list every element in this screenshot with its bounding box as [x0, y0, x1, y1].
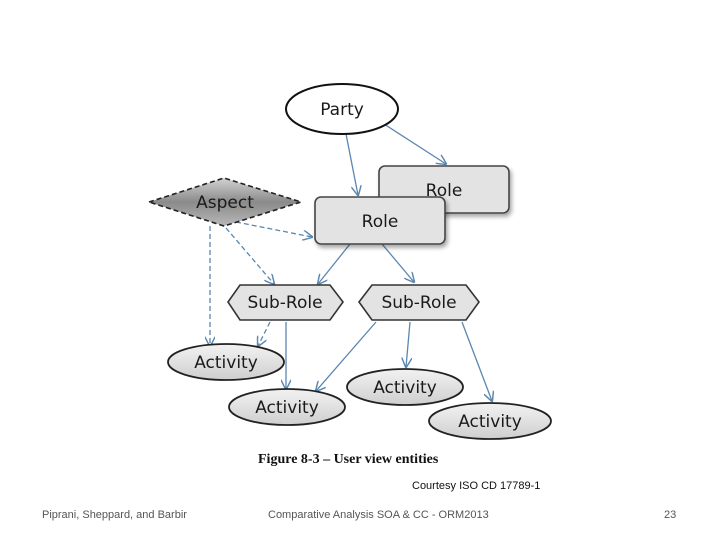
edge-subrole-right-activity4	[461, 321, 492, 401]
edge-party-role-front	[345, 133, 358, 195]
edge-role-subrole-left	[318, 243, 351, 284]
role-back-label: Role	[426, 181, 463, 201]
footer-title: Comparative Analysis SOA & CC - ORM2013	[268, 509, 489, 521]
activity-node-1: Activity	[167, 343, 285, 381]
activity-node-2: Activity	[228, 388, 346, 426]
activity-node-3: Activity	[346, 368, 464, 406]
subrole-node-left: Sub-Role	[227, 284, 344, 321]
activity-1-label: Activity	[194, 353, 258, 373]
party-node: Party	[285, 83, 399, 135]
activity-node-4: Activity	[428, 402, 552, 440]
role-node-front: Role	[314, 196, 446, 245]
aspect-label: Aspect	[196, 193, 254, 213]
role-front-label: Role	[362, 212, 399, 232]
edge-subrole-right-activity3	[406, 321, 410, 367]
footer-page-number: 23	[664, 509, 677, 521]
activity-3-label: Activity	[373, 378, 437, 398]
edge-role-subrole-right	[381, 243, 414, 282]
footer-authors: Piprani, Sheppard, and Barbir	[42, 509, 187, 521]
figure-caption: Figure 8-3 – User view entities	[258, 452, 439, 467]
subrole-node-right: Sub-Role	[358, 284, 480, 321]
activity-2-label: Activity	[255, 398, 319, 418]
activity-4-label: Activity	[458, 412, 522, 432]
subrole-left-label: Sub-Role	[247, 293, 322, 313]
edge-subrole-left-activity1	[258, 321, 271, 346]
courtesy-note: Courtesy ISO CD 17789-1	[412, 480, 541, 492]
edge-aspect-subrole-left	[225, 227, 274, 284]
subrole-right-label: Sub-Role	[381, 293, 456, 313]
aspect-node: Aspect	[146, 177, 304, 227]
party-label: Party	[320, 100, 364, 120]
edge-aspect-role-front	[235, 221, 312, 237]
edge-subrole-right-activity1	[316, 321, 377, 391]
edge-party-role-back	[383, 123, 446, 164]
